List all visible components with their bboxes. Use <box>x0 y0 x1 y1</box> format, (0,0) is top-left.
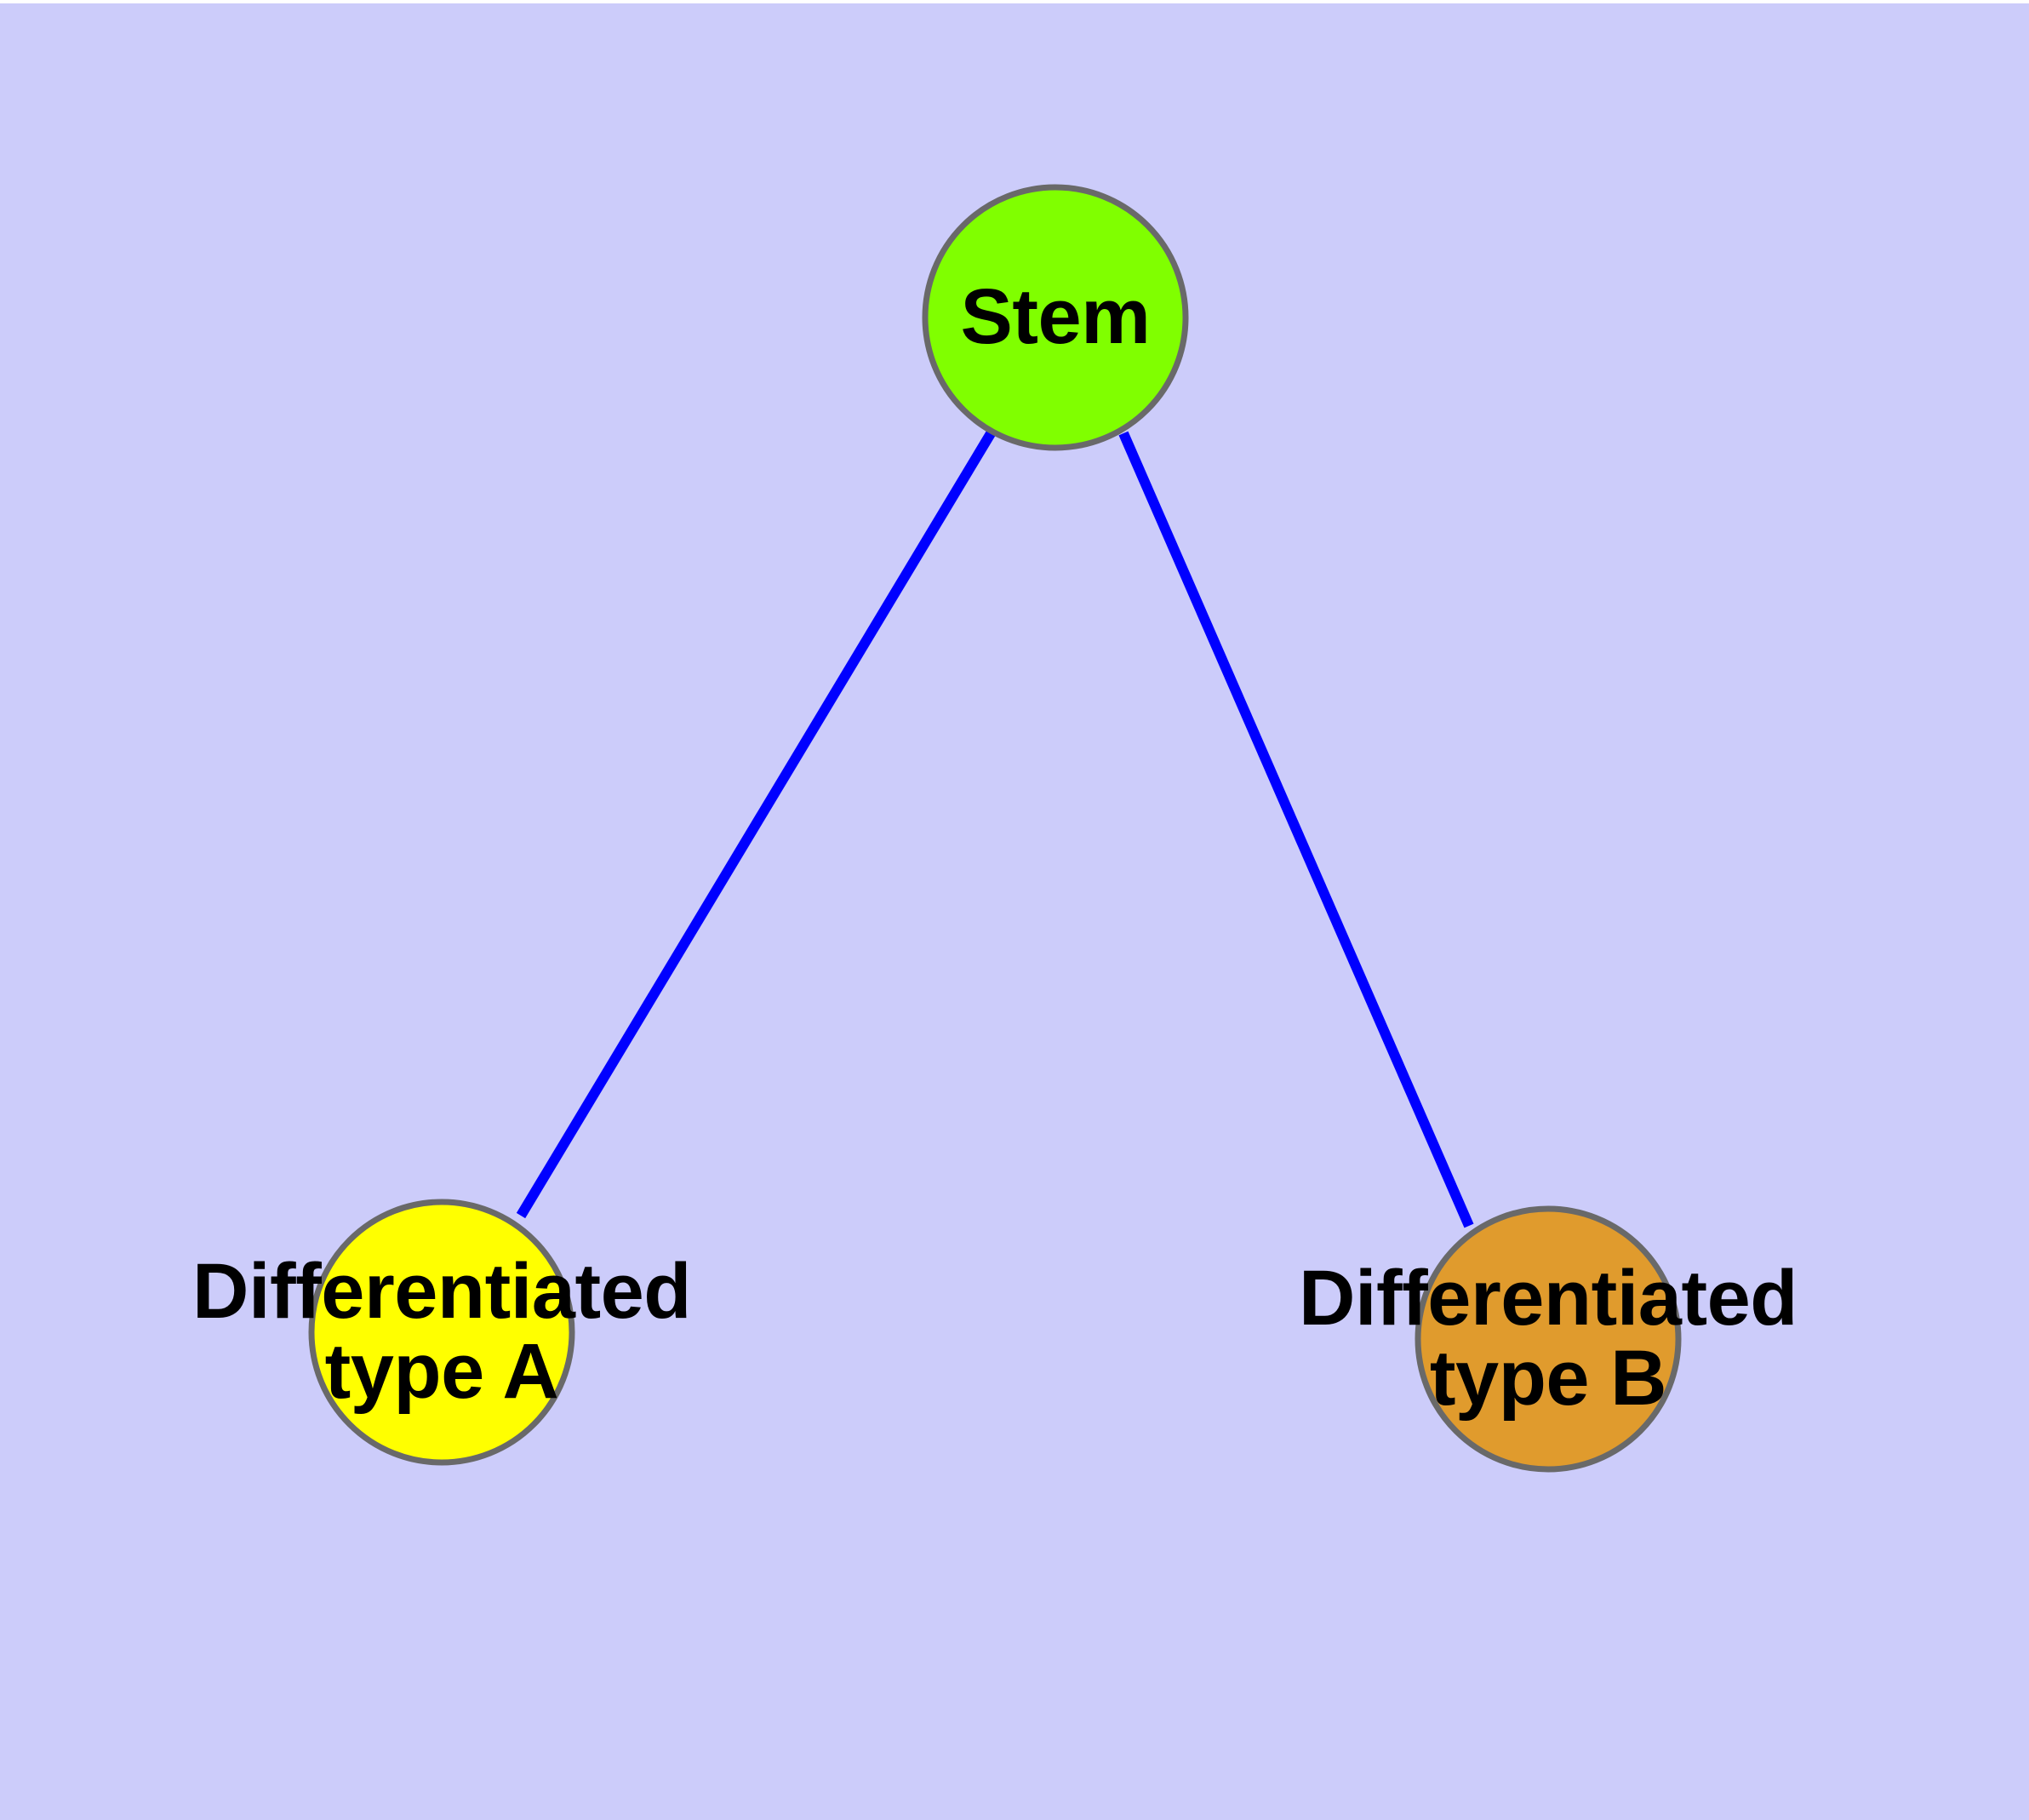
edge-layer <box>516 427 1474 1228</box>
graph-node-diff_b[interactable] <box>1415 1205 1682 1473</box>
graph-edge-stem-to-diff-b[interactable] <box>1118 431 1474 1228</box>
node-layer <box>308 184 1682 1473</box>
graph-edge-stem-to-diff-a[interactable] <box>516 427 997 1219</box>
graph-node-stem[interactable] <box>922 184 1189 451</box>
graph-node-diff_a[interactable] <box>308 1199 575 1466</box>
